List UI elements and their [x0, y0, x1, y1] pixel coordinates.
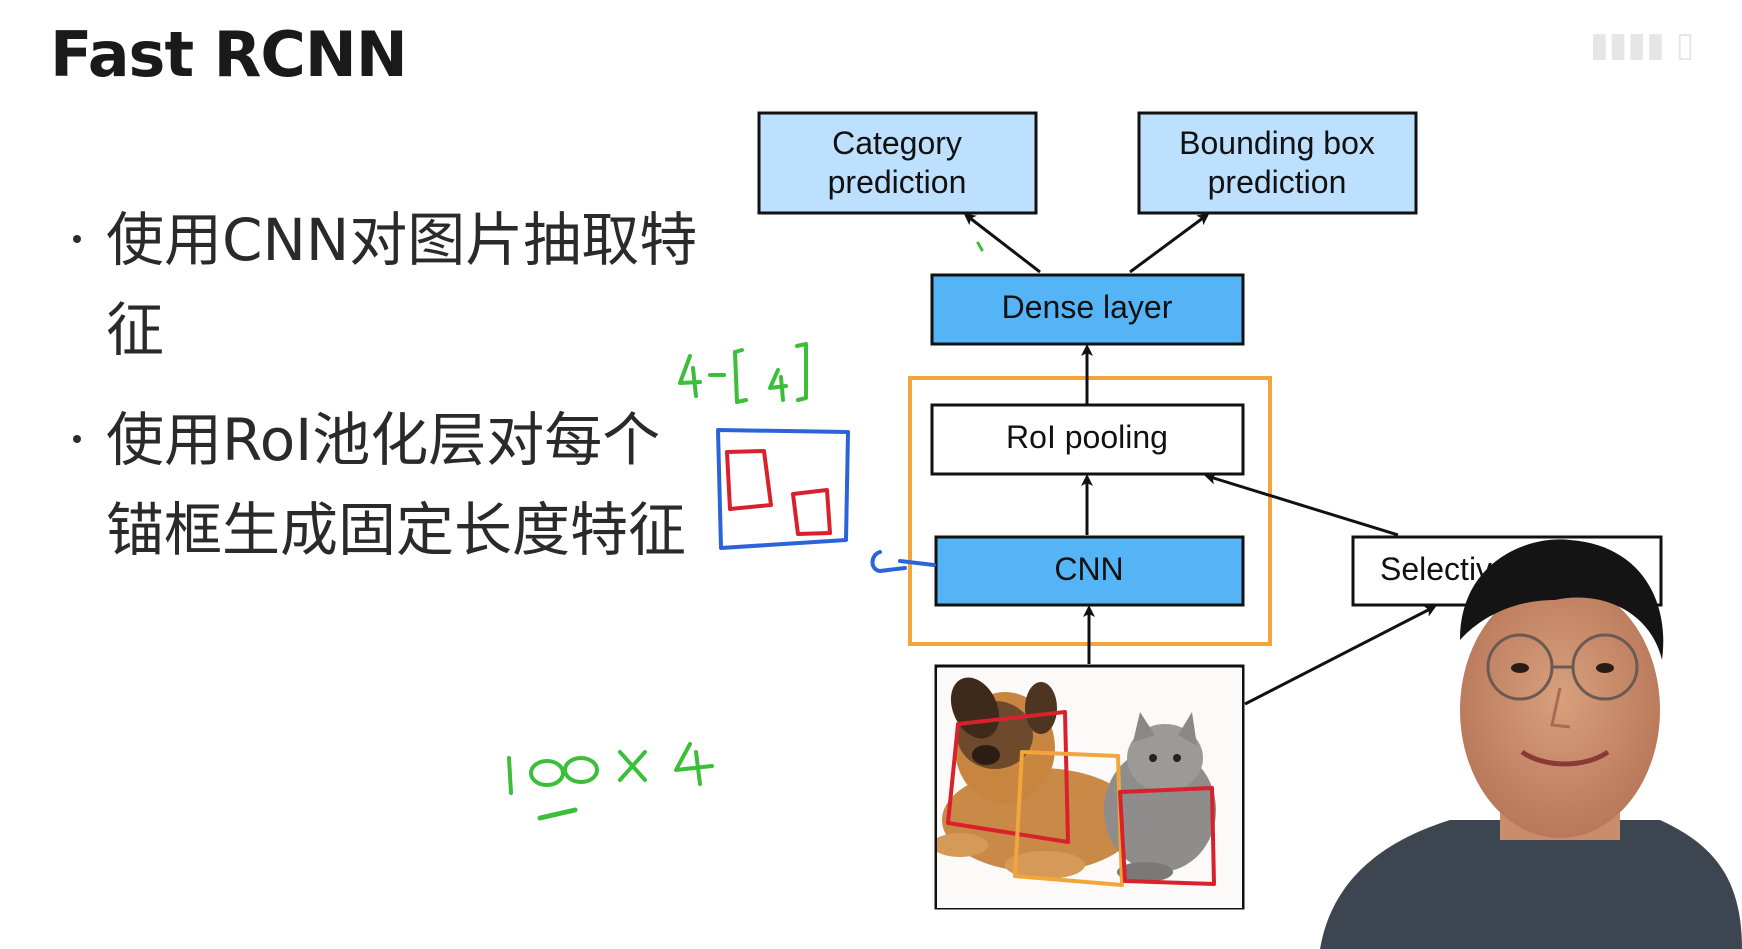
dense-layer-box: Dense layer — [930, 273, 1245, 346]
category-prediction-box: Category prediction — [757, 111, 1038, 215]
cnn-box: CNN — [934, 535, 1245, 607]
input-image — [934, 664, 1245, 910]
category-prediction-line1: Category — [832, 125, 962, 161]
roi-pooling-label: RoI pooling — [1006, 419, 1168, 455]
presenter-video — [1320, 539, 1742, 949]
bbox-prediction-box: Bounding box prediction — [1137, 111, 1418, 215]
bbox-prediction-line1: Bounding box — [1179, 125, 1375, 161]
category-prediction-line2: prediction — [828, 164, 967, 200]
bullet-text-2: 使用RoI池化层对每个锚框生成固定长度特征 — [106, 406, 687, 564]
handwritten-count-annotation — [507, 742, 714, 821]
bullet-item: 使用CNN对图片抽取特征 — [70, 195, 710, 375]
handwritten-shape-annotation — [678, 241, 984, 404]
cnn-label: CNN — [1054, 551, 1123, 587]
roi-pooling-box: RoI pooling — [930, 403, 1245, 476]
handwritten-feature-map — [716, 428, 936, 573]
bullet-item: 使用RoI池化层对每个锚框生成固定长度特征 — [70, 395, 710, 575]
watermark: ▮▮▮▮ ▯ — [1590, 25, 1695, 65]
dense-layer-label: Dense layer — [1002, 289, 1173, 325]
slide-title: Fast RCNN — [50, 18, 408, 91]
bullet-text-1: 使用CNN对图片抽取特征 — [106, 206, 698, 364]
selective-search-label: Selectiv — [1380, 551, 1492, 587]
bullet-list: 使用CNN对图片抽取特征 使用RoI池化层对每个锚框生成固定长度特征 — [70, 195, 710, 595]
bbox-prediction-line2: prediction — [1208, 164, 1347, 200]
